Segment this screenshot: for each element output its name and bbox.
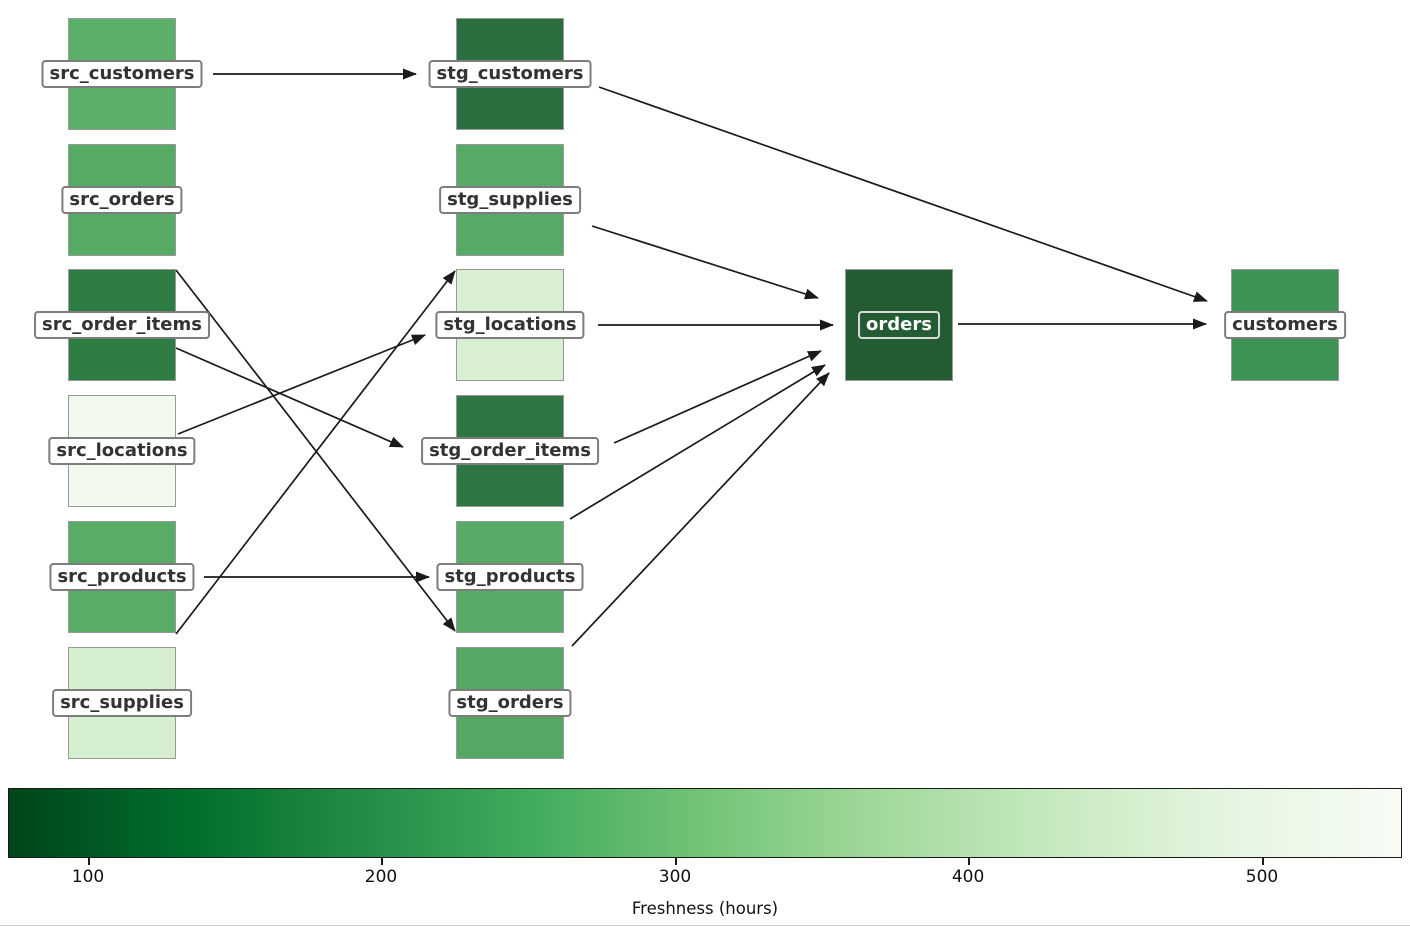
colorbar-tick-mark: [968, 858, 970, 865]
edge-stg_order_items-to-orders: [613, 350, 822, 444]
colorbar-tick-label: 400: [951, 867, 985, 887]
edge-src_orders-to-stg_orders: [175, 269, 456, 632]
colorbar-tick-mark: [1262, 858, 1264, 865]
colorbar-tick-mark: [381, 858, 383, 865]
edge-src_locations-to-stg_locations: [177, 334, 426, 435]
edge-src_order_items-to-stg_order_items: [175, 347, 404, 448]
colorbar-tick-label: 100: [71, 867, 105, 887]
freshness-colorbar: [8, 788, 1402, 858]
colorbar-axis-label: Freshness (hours): [631, 899, 779, 918]
edge-stg_customers-to-customers: [598, 86, 1208, 302]
colorbar-tick-label: 200: [364, 867, 398, 887]
colorbar-tick-label: 300: [658, 867, 692, 887]
edge-src_supplies-to-stg_supplies: [175, 270, 456, 635]
colorbar-tick-label: 500: [1245, 867, 1279, 887]
edge-stg_orders-to-orders: [571, 372, 830, 647]
colorbar-tick-mark: [88, 858, 90, 865]
colorbar-tick-mark: [675, 858, 677, 865]
edge-stg_products-to-orders: [569, 364, 826, 520]
edge-stg_supplies-to-orders: [591, 225, 819, 300]
